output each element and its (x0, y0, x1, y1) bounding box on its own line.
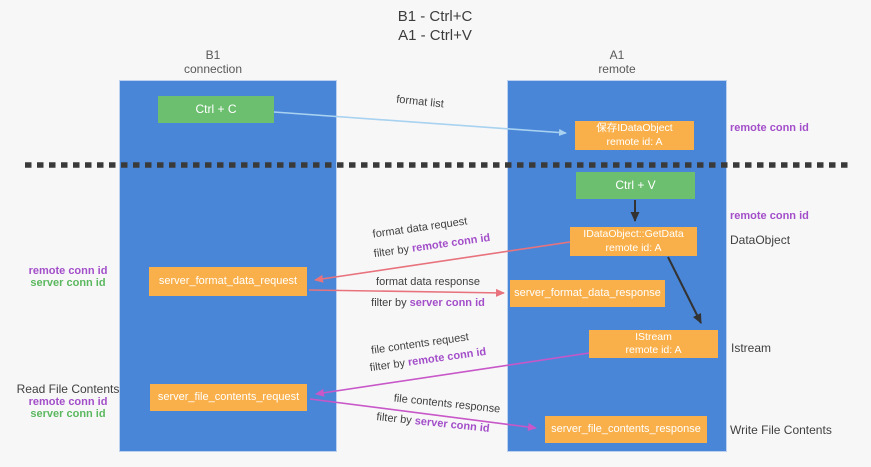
file-contents-response-arrow (309, 398, 537, 431)
format-data-response-label: format data response (376, 276, 480, 288)
save-idataobject-line1: 保存IDataObject (596, 122, 673, 135)
getdata-line2: remote id: A (605, 241, 662, 254)
left-remote-conn-id-label-1: remote conn id (28, 265, 108, 277)
filter-by-server-conn-id-label-1: filter by server conn id (363, 297, 493, 309)
ctrl-v-label: Ctrl + V (615, 178, 656, 192)
getdata-to-istream-arrow (667, 256, 702, 324)
getdata-line1: IDataObject::GetData (583, 228, 684, 241)
lifeline-a1-name: A1 (609, 48, 625, 62)
server-format-data-response-box: server_format_data_response (510, 280, 665, 307)
istream-box: IStream remote id: A (589, 330, 718, 358)
lifeline-a1-role: remote (598, 62, 636, 76)
format-data-request-arrow (314, 241, 571, 283)
left-remote-conn-id-label-2: remote conn id (28, 396, 108, 408)
lifeline-b1-name: B1 (205, 48, 221, 62)
read-file-contents-label: Read File Contents (16, 382, 120, 396)
right-remote-conn-id-label-2: remote conn id (730, 210, 809, 222)
filter-prefix: filter by (371, 297, 410, 309)
format-list-arrow (273, 111, 567, 136)
file-contents-request-arrow (315, 352, 590, 397)
server-file-contents-request-box: server_file_contents_request (150, 384, 307, 411)
idataobject-getdata-box: IDataObject::GetData remote id: A (570, 227, 697, 256)
istream-side-label: Istream (731, 341, 772, 355)
server-file-contents-request-label: server_file_contents_request (157, 390, 300, 403)
ctrl-c-label: Ctrl + C (195, 102, 237, 116)
lifeline-b1-role: connection (183, 62, 243, 76)
istream-line2: remote id: A (625, 344, 682, 356)
write-file-contents-label: Write File Contents (730, 423, 832, 437)
format-data-response-arrow (308, 288, 505, 297)
lifeline-header-a1: A1 remote (557, 48, 677, 76)
left-conn-id-group-1: remote conn id server conn id (13, 265, 123, 289)
left-server-conn-id-label-2: server conn id (30, 408, 106, 420)
server-format-data-request-label: server_format_data_request (158, 274, 298, 287)
title-line-1: B1 - Ctrl+C (397, 8, 473, 25)
server-conn-id-term: server conn id (409, 297, 485, 309)
istream-line1: IStream (635, 330, 672, 343)
server-file-contents-response-box: server_file_contents_response (545, 416, 707, 443)
ctrl-c-box: Ctrl + C (158, 96, 274, 123)
server-file-contents-response-label: server_file_contents_response (551, 422, 701, 435)
save-idataobject-line2: remote id: A (606, 135, 663, 148)
title-line-2: A1 - Ctrl+V (398, 27, 472, 44)
right-remote-conn-id-label-1: remote conn id (730, 122, 809, 134)
dataobject-label: DataObject (730, 233, 791, 247)
server-format-data-response-label: server_format_data_response (514, 286, 661, 299)
left-conn-id-group-2: Read File Contents remote conn id server… (13, 382, 123, 420)
lifeline-header-b1: B1 connection (153, 48, 273, 76)
diagram-title: B1 - Ctrl+C A1 - Ctrl+V (335, 7, 535, 45)
ctrl-v-box: Ctrl + V (576, 172, 695, 199)
left-server-conn-id-label-1: server conn id (30, 277, 106, 289)
save-idataobject-box: 保存IDataObject remote id: A (575, 121, 694, 150)
server-format-data-request-box: server_format_data_request (149, 267, 307, 296)
